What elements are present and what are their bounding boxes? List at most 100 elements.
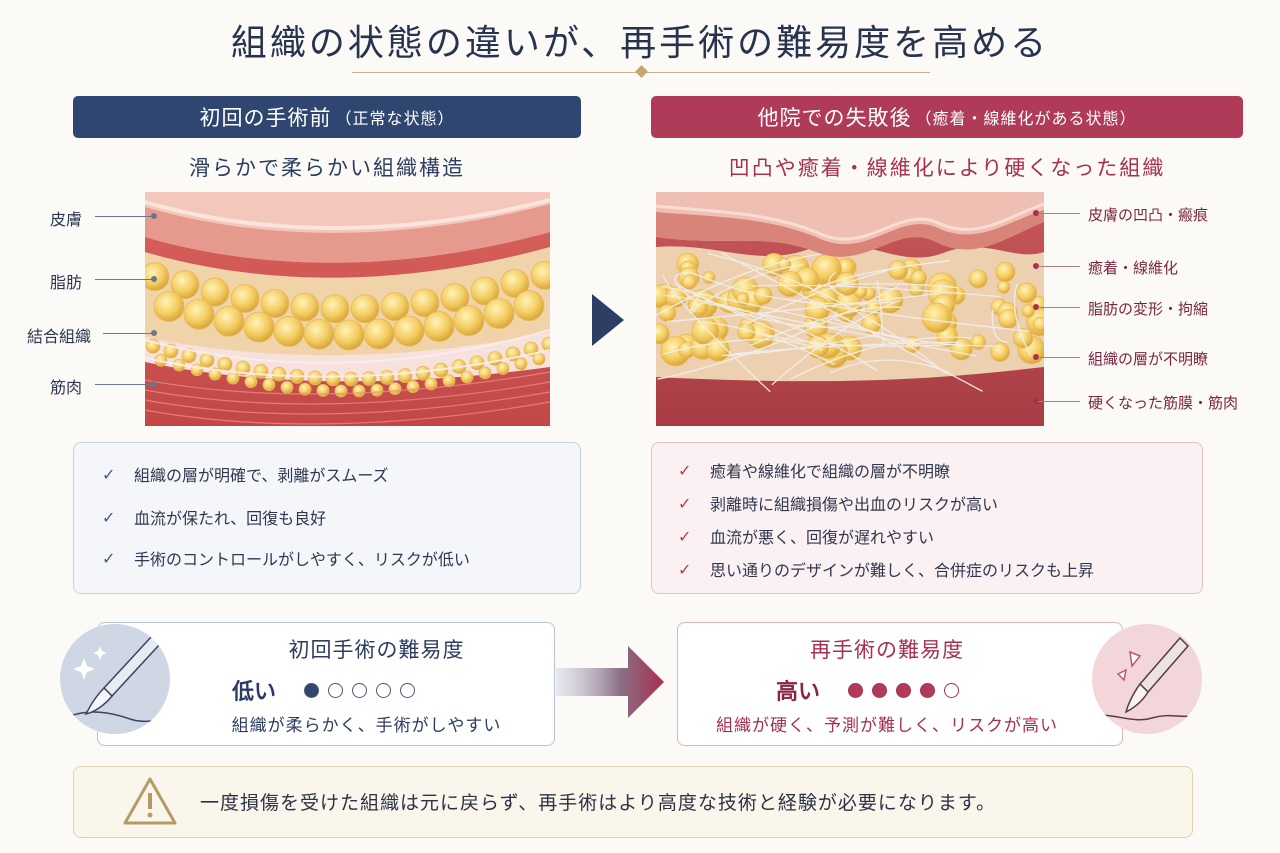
fibrous-strand [752, 284, 1001, 298]
fat-cell [910, 269, 927, 287]
fat-cell [514, 357, 528, 371]
rating-dot-empty [352, 682, 368, 698]
warning-icon [123, 777, 177, 825]
fibrous-strand [743, 268, 894, 327]
fat-cell [500, 268, 530, 298]
fat-cell [298, 382, 312, 396]
fat-cell [995, 261, 1016, 283]
fibrous-strand [721, 334, 879, 357]
fat-cell [442, 374, 456, 388]
left-label-fat: 脂肪 [50, 273, 83, 292]
left-label-muscle: 筋肉 [50, 378, 83, 397]
fat-cell [260, 289, 290, 319]
fat-cell [681, 274, 698, 290]
right-leader-line [1038, 307, 1080, 308]
left-leader-line [95, 384, 153, 385]
initial-difficulty-rating: 低い [232, 674, 424, 706]
fibrous-strand [689, 271, 893, 305]
right-point-item: ✓癒着や線維化で組織の層が不明瞭 [678, 458, 950, 482]
left-leader-dot [151, 213, 157, 219]
check-icon: ✓ [678, 460, 692, 480]
fat-cell [153, 291, 185, 322]
fat-cell [478, 366, 492, 380]
rating-dot-filled [920, 682, 936, 698]
left-point-text: 血流が保たれ、回復も良好 [134, 509, 327, 528]
scalpel-icon [69, 634, 170, 723]
right-label-skin-scar: 皮膚の凹凸・瘢痕 [1088, 206, 1209, 224]
fibrous-strand [834, 318, 1002, 347]
fat-cell [320, 294, 350, 324]
fibrous-strand [663, 294, 878, 372]
left-point-text: 組織の層が明確で、剥離がスムーズ [134, 466, 389, 485]
fat-cell [350, 294, 380, 324]
left-banner: 初回の手術前（正常な状態） [73, 96, 581, 138]
left-point-item: ✓ 組織の層が明確で、剥離がスムーズ [102, 462, 389, 486]
fibrous-strand [657, 286, 898, 380]
reoperation-difficulty-dots [848, 682, 968, 698]
fat-cell [145, 262, 170, 292]
fibrous-strand [771, 299, 901, 386]
right-point-item: ✓ 血流が悪く、回復が遅れやすい [678, 524, 934, 548]
left-label-connective: 結合組織 [27, 327, 92, 346]
fat-cell [388, 382, 402, 396]
initial-difficulty-level: 低い [232, 680, 277, 705]
title-diamond-ornament [635, 65, 648, 78]
fat-cell [513, 290, 545, 322]
left-leader-line [95, 216, 153, 217]
fat-cell [541, 336, 550, 352]
fat-cell [1021, 304, 1036, 318]
right-point-text: 剥離時に組織損傷や出血のリスクが高い [710, 495, 999, 514]
right-label-adhesion: 癒着・線維化 [1088, 259, 1179, 277]
fibrous-strand [662, 275, 771, 393]
rating-dot-filled [304, 682, 320, 698]
fat-cell [213, 305, 245, 337]
right-leader-dot [1033, 354, 1039, 360]
fat-cell [1016, 282, 1037, 304]
left-point-text: 手術のコントロールがしやすく、リスクが低い [134, 550, 470, 569]
fat-cell [334, 384, 348, 398]
fat-cell [235, 360, 251, 376]
fat-cell [968, 269, 988, 289]
fat-cell [230, 284, 260, 313]
fibrous-strand [790, 336, 973, 380]
fat-cell [199, 352, 215, 368]
calm-scalpel-badge [60, 624, 170, 734]
right-leader-dot [1033, 210, 1039, 216]
right-leader-dot [1033, 398, 1039, 404]
right-leader-line [1038, 401, 1080, 402]
right-subtitle: 凹凸や癒着・線維化により硬くなった組織 [728, 156, 1166, 180]
fibrous-strand [707, 253, 947, 375]
initial-difficulty-dots [304, 682, 424, 698]
fat-cell [861, 314, 882, 334]
fat-cell [990, 342, 1010, 362]
fibrous-strand [667, 292, 938, 323]
check-icon: ✓ [102, 548, 116, 568]
fat-cell [181, 348, 197, 364]
fat-cell [406, 380, 420, 393]
fat-cell [307, 370, 323, 386]
reoperation-difficulty-title: 再手術の難易度 [810, 638, 964, 662]
fat-cell [243, 311, 275, 343]
check-icon: ✓ [102, 507, 116, 527]
reoperation-difficulty-rating: 高い [776, 674, 968, 706]
rating-dot-filled [872, 682, 888, 698]
fat-cell [170, 270, 200, 300]
right-point-text: 血流が悪く、回復が遅れやすい [710, 528, 935, 547]
reoperation-difficulty-level: 高い [776, 680, 821, 705]
check-icon: ✓ [678, 526, 692, 546]
fat-cell [316, 383, 330, 397]
right-banner-sub: （癒着・線維化がある状態） [915, 109, 1137, 128]
scalpel-icon [1092, 636, 1202, 721]
fat-cell [397, 368, 413, 383]
fat-cell [273, 316, 305, 347]
fat-cell [410, 288, 440, 318]
warning-text: 一度損傷を受けた組織は元に戻らず、再手術はより高度な技術と経験が必要になります。 [200, 792, 997, 814]
right-leader-line [1038, 357, 1080, 358]
fat-cell [303, 318, 335, 350]
fat-cell [190, 363, 204, 377]
fat-cell [290, 292, 320, 322]
fibrous-strand [836, 283, 960, 289]
chevron-right-icon [592, 294, 624, 346]
check-icon: ✓ [102, 464, 116, 484]
right-leader-dot [1033, 263, 1039, 269]
